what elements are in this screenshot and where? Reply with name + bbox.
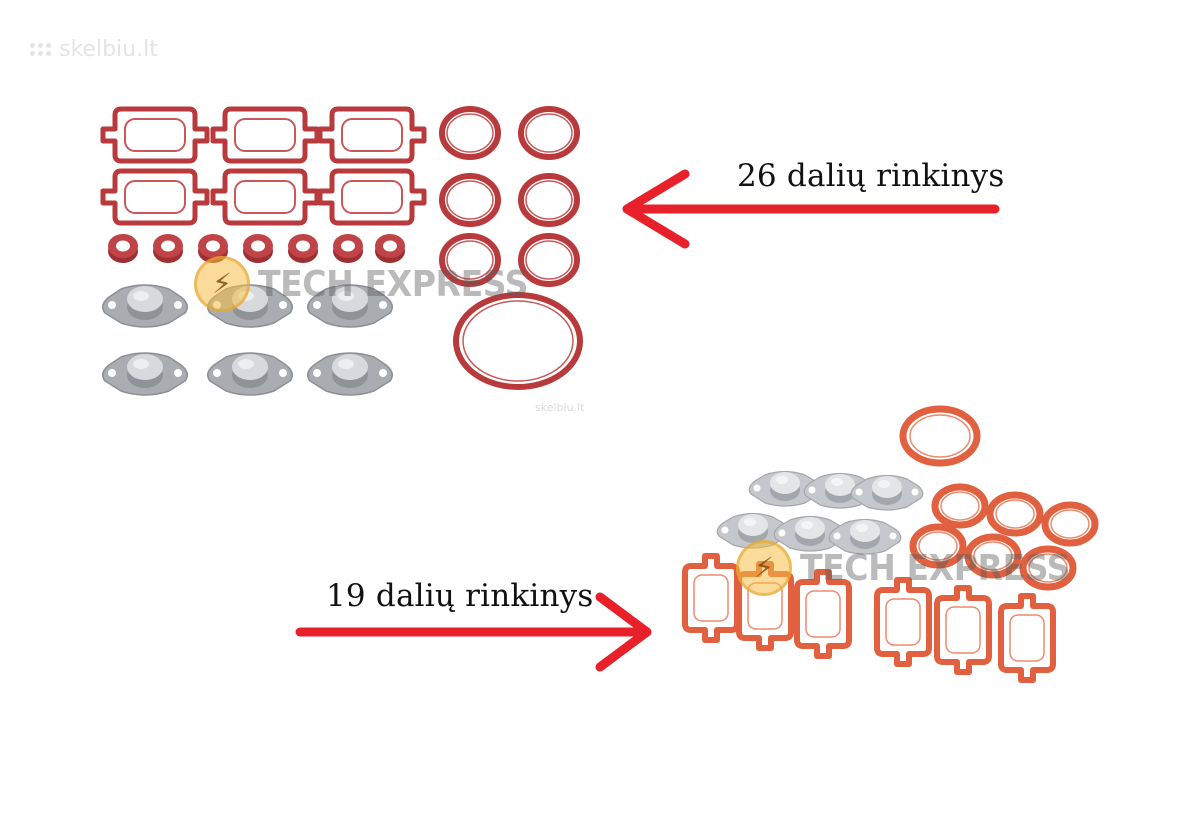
dots-grid-icon — [30, 42, 51, 56]
photo-watermark: skelbiu.lt — [535, 401, 585, 414]
brand-watermark-text: TECH EXPRESS — [258, 263, 529, 305]
arrow-right-icon — [292, 589, 662, 674]
site-watermark: skelbiu.lt — [30, 36, 158, 62]
brand-watermark-top: ⚡ TECH EXPRESS — [194, 256, 552, 312]
product-photo-19-kit — [675, 400, 1115, 690]
kit-19-label: 19 dalių rinkinys — [326, 578, 594, 614]
kit-26-label: 26 dalių rinkinys — [737, 158, 1005, 194]
product-photo-26-kit — [100, 100, 600, 410]
brand-watermark-bottom: ⚡ TECH EXPRESS — [736, 540, 1094, 596]
site-watermark-text: skelbiu.lt — [59, 36, 158, 62]
lightning-bolt-icon: ⚡ — [194, 256, 250, 312]
arrow-left-icon — [615, 168, 1010, 250]
brand-watermark-text: TECH EXPRESS — [800, 547, 1071, 589]
lightning-bolt-icon: ⚡ — [736, 540, 792, 596]
